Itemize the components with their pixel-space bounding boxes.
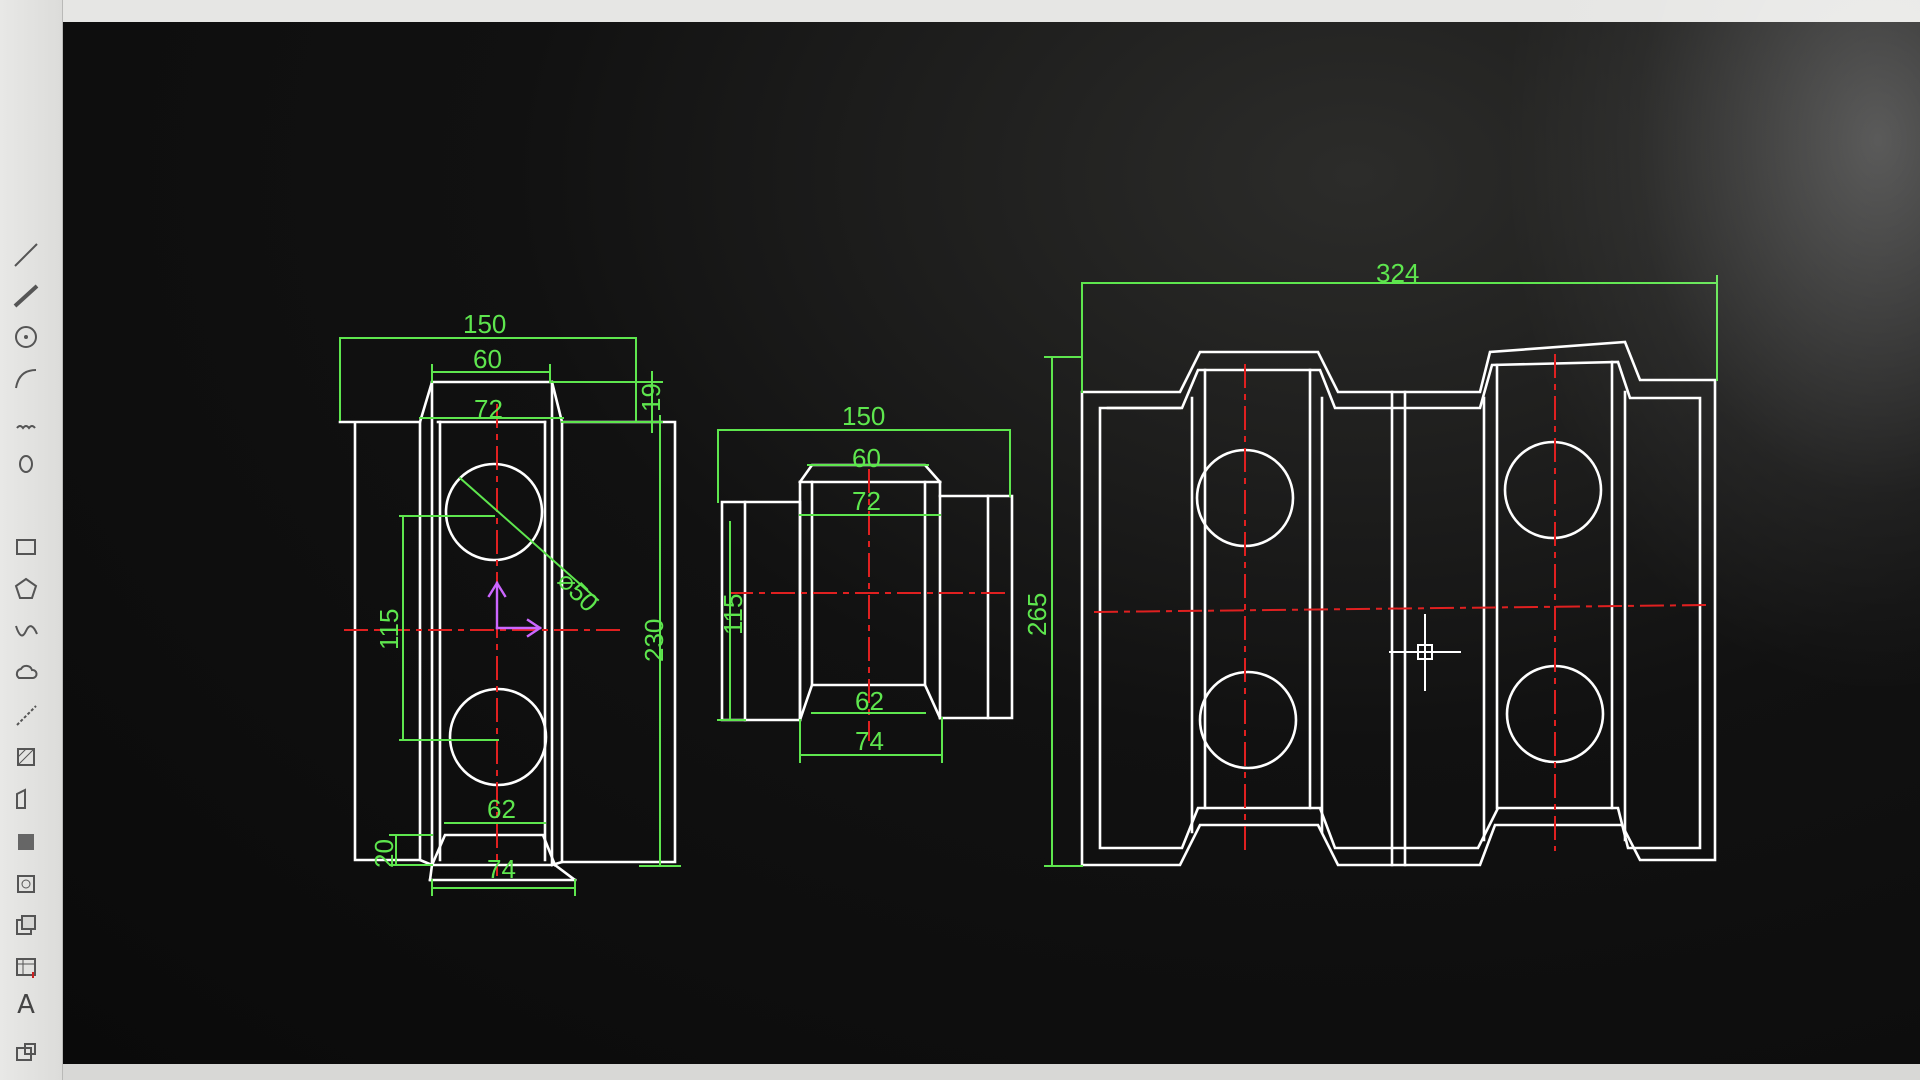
front-view[interactable]: 150 60 72 19 115 230 62 20 74 ⌀50: [338, 309, 681, 896]
front-dim-60: 60: [473, 344, 502, 374]
front-dim-20: 20: [369, 839, 399, 868]
region-icon[interactable]: [6, 824, 46, 858]
front-dim-74: 74: [487, 854, 516, 884]
rectangle-icon[interactable]: [6, 530, 46, 564]
boundary-icon[interactable]: [6, 866, 46, 900]
front-dim-230: 230: [639, 619, 669, 662]
front-dim-115: 115: [374, 609, 404, 650]
gradient-icon[interactable]: [6, 782, 46, 816]
side-dim-62: 62: [855, 686, 884, 716]
side-dim-72: 72: [852, 486, 881, 516]
crosshair-cursor: [1389, 614, 1461, 691]
polygon-icon[interactable]: [6, 572, 46, 606]
side-dim-74: 74: [855, 726, 884, 756]
front-dim-19: 19: [636, 383, 666, 412]
line-icon[interactable]: [6, 238, 46, 272]
drawing-canvas[interactable]: [34, 18, 1920, 1064]
spline-icon[interactable]: [6, 614, 46, 648]
side-dim-60: 60: [852, 443, 881, 473]
front-dim-150: 150: [463, 309, 506, 339]
cloud-icon[interactable]: [6, 656, 46, 690]
hatch-icon[interactable]: [6, 740, 46, 774]
title-bar: [0, 0, 1920, 22]
polyline-icon[interactable]: [6, 278, 46, 312]
front-dim-62: 62: [487, 794, 516, 824]
front-dim-diameter-50: ⌀50: [552, 565, 605, 618]
draw-toolbar: A: [0, 0, 63, 1080]
revcloud-icon[interactable]: [6, 404, 46, 438]
top-dim-324: 324: [1376, 258, 1419, 288]
block-icon[interactable]: [6, 908, 46, 942]
arc-icon[interactable]: [6, 362, 46, 396]
xline-icon[interactable]: [6, 698, 46, 732]
top-view[interactable]: 324 265: [1022, 258, 1718, 867]
text-icon[interactable]: A: [6, 988, 46, 1022]
text-icon-label: A: [17, 990, 35, 1020]
ellipse-icon[interactable]: [6, 446, 46, 480]
table-icon[interactable]: [6, 950, 46, 984]
side-dim-115: 115: [718, 594, 748, 635]
side-view[interactable]: 150 60 72 115 62 74: [717, 401, 1014, 763]
side-dim-150: 150: [842, 401, 885, 431]
circle-icon[interactable]: [6, 320, 46, 354]
add-selected-icon[interactable]: [6, 1036, 46, 1070]
front-dim-72: 72: [474, 394, 503, 424]
top-dim-265: 265: [1022, 593, 1052, 636]
